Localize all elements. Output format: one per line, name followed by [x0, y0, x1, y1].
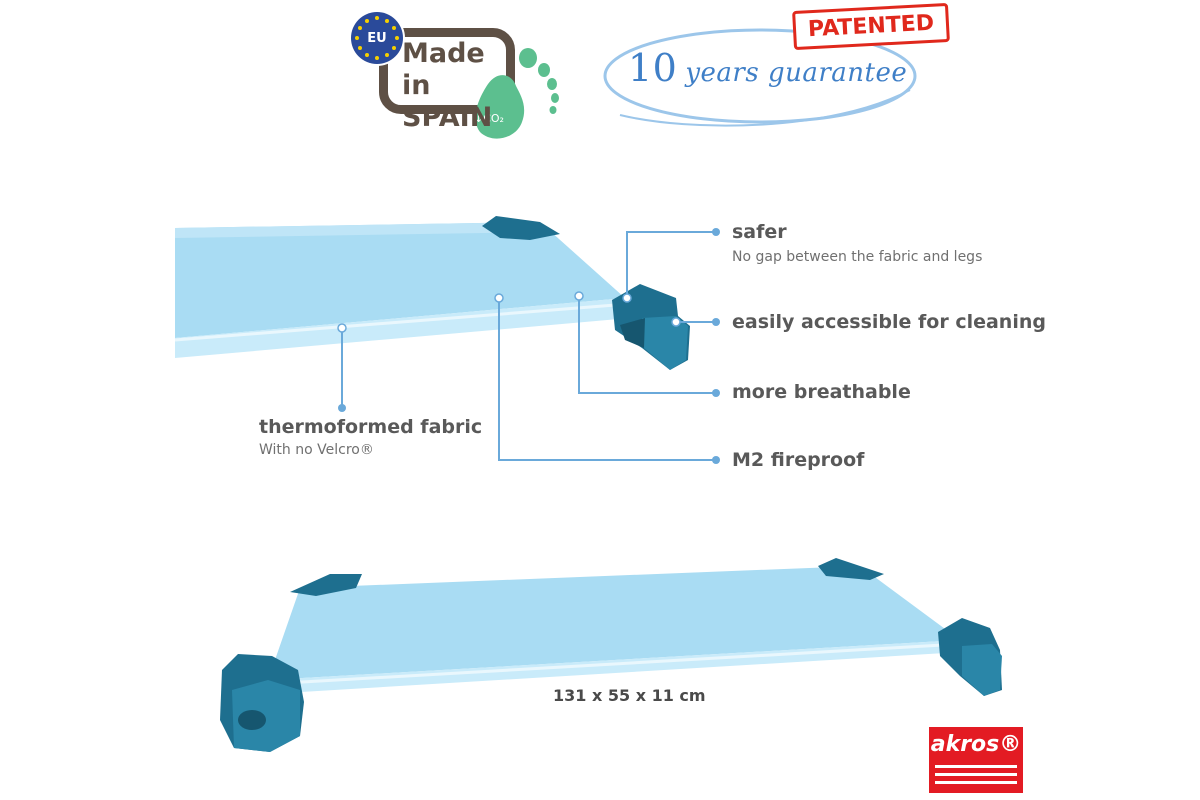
safer-subtitle: No gap between the fabric and legs	[732, 249, 983, 265]
made-in-spain-text: Made in SPAIN	[402, 38, 512, 134]
made-in-spain-badge-frame	[379, 28, 515, 114]
akros-logo-text: akros®	[930, 732, 1022, 757]
spain-line: SPAIN	[402, 102, 493, 133]
logo-stripe	[935, 765, 1017, 768]
eu-badge: EU	[351, 12, 403, 64]
logo-stripe	[935, 781, 1017, 784]
breathable-title: more breathable	[732, 381, 911, 403]
fabric-subtitle: With no Velcro®	[259, 442, 374, 458]
cleaning-title: easily accessible for cleaning	[732, 311, 1046, 333]
eu-stars-icon	[355, 16, 399, 60]
made-in-line: Made in	[402, 38, 485, 101]
fireproof-title: M2 fireproof	[732, 449, 865, 471]
guarantee-number: 10	[628, 46, 678, 90]
fabric-title: thermoformed fabric	[259, 416, 483, 438]
safer-title: safer	[732, 221, 787, 243]
akros-logo: akros®	[929, 727, 1023, 793]
eu-label: EU	[367, 30, 387, 46]
co2-label: ↓CO₂	[474, 112, 504, 125]
logo-stripe	[935, 773, 1017, 776]
dimensions-label: 131 x 55 x 11 cm	[553, 686, 706, 705]
guarantee-label: years guarantee	[685, 58, 908, 88]
guarantee-swoosh	[603, 28, 917, 127]
footprint-icon	[475, 48, 559, 139]
